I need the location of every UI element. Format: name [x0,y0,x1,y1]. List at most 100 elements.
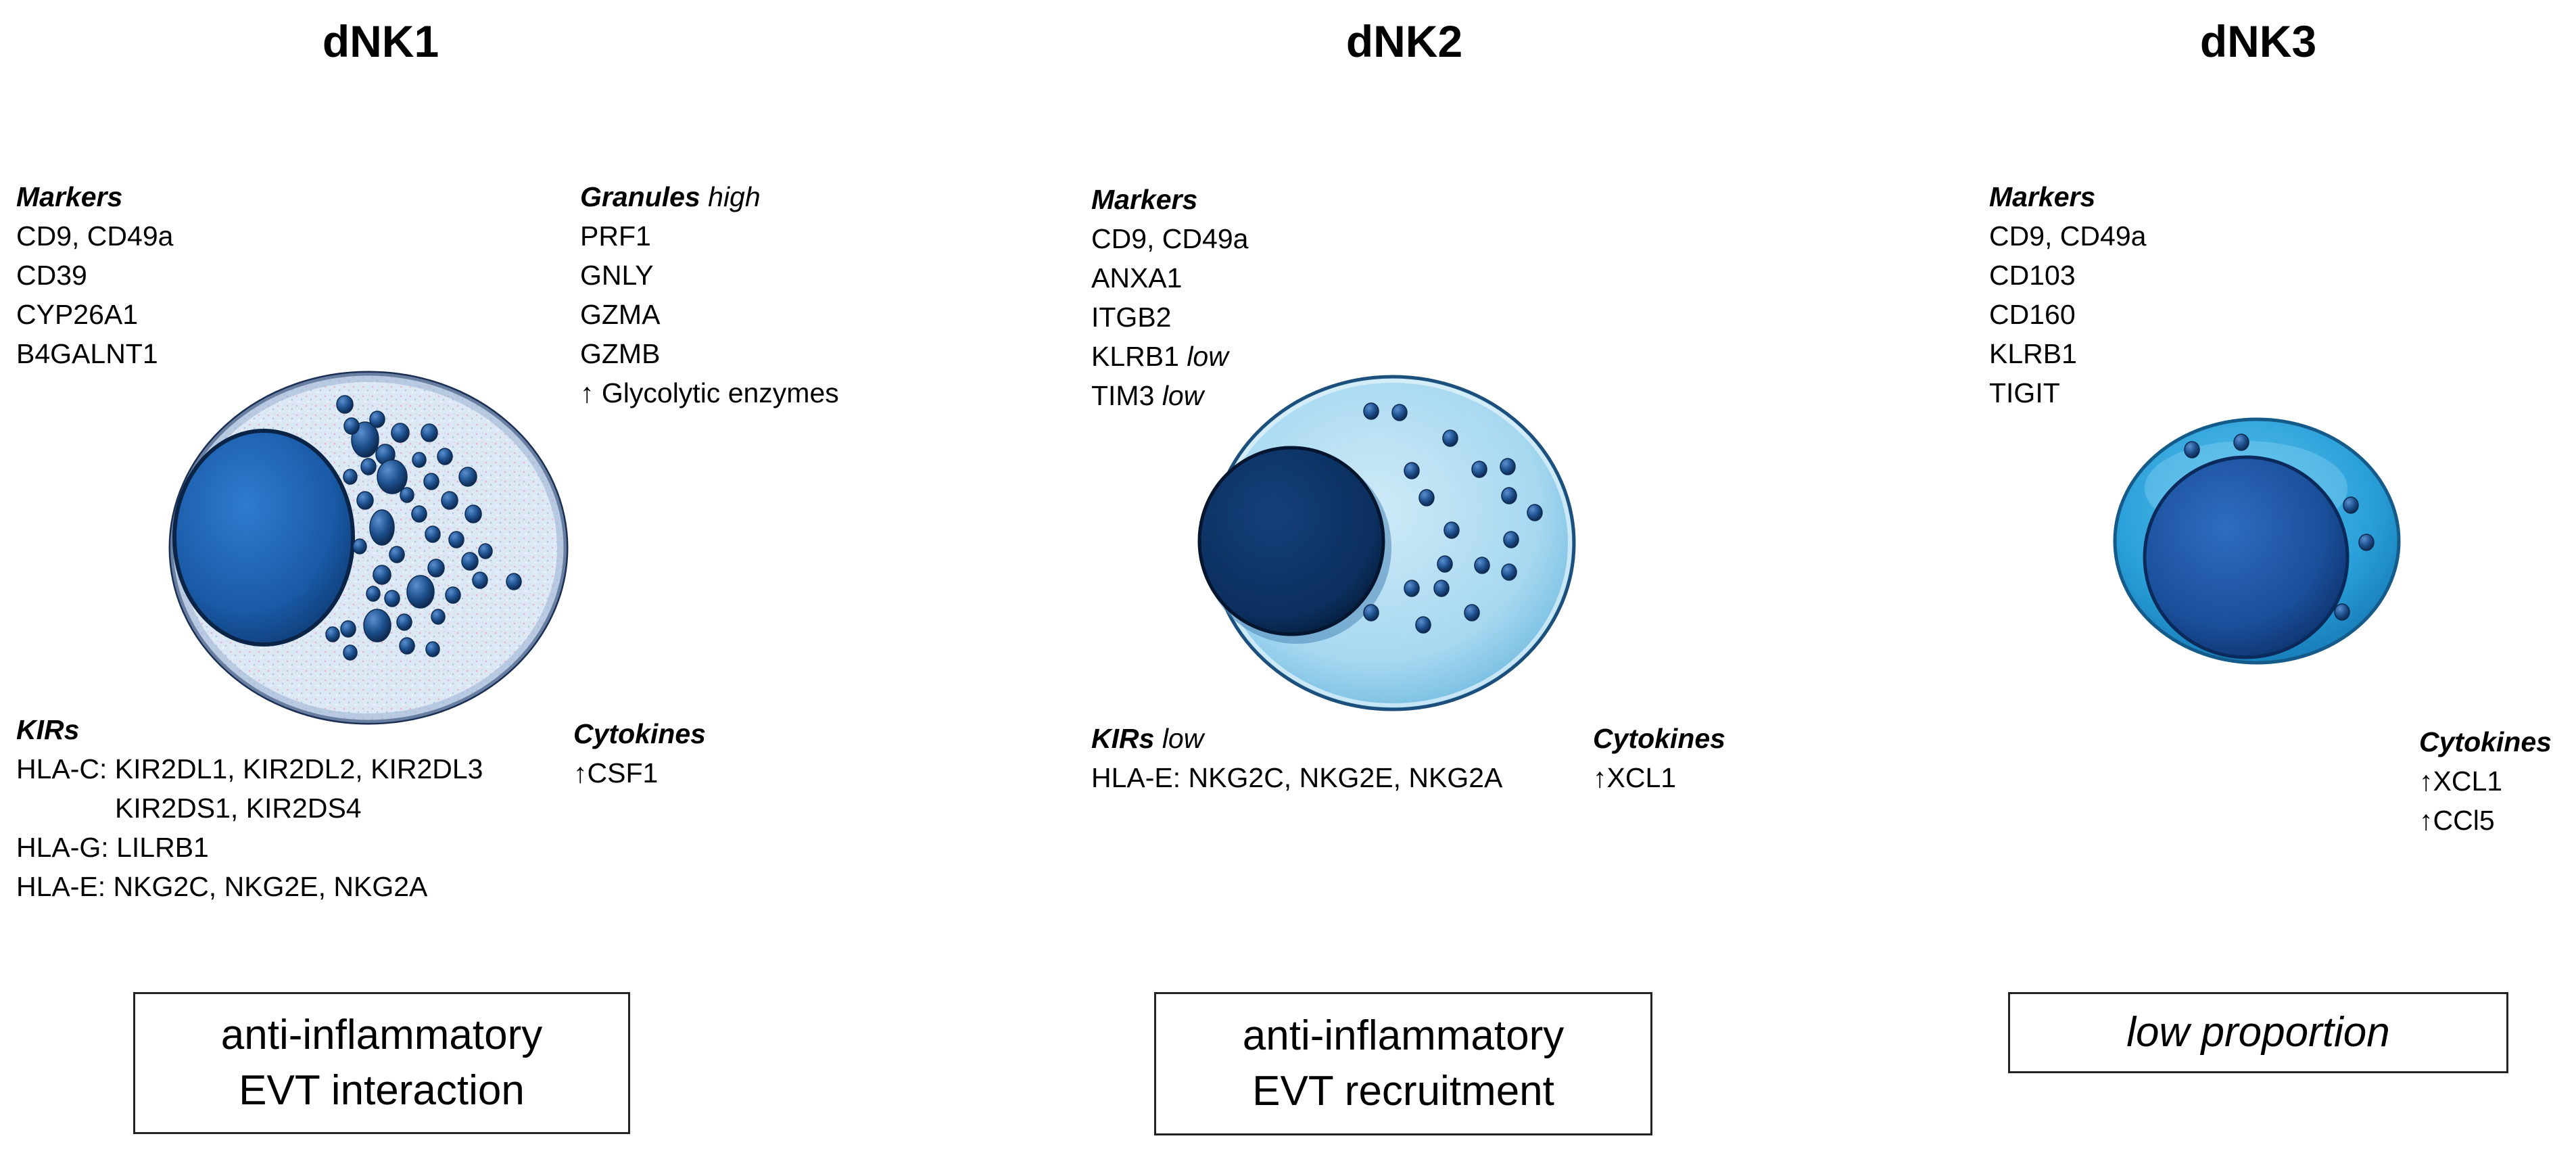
granule [2334,603,2350,621]
granule [1464,604,1480,621]
granule [1391,404,1408,421]
granule [366,586,381,602]
dnk3-marker-item: CD160 [1989,299,2076,330]
granule [363,609,391,642]
dnk1-granule-item: PRF1 [580,220,651,252]
dnk2-kirs-heading: KIRs [1091,723,1155,754]
granule [472,571,488,589]
granule [461,552,479,571]
granule [1500,458,1516,475]
granule [1437,555,1453,573]
dnk1-marker-item: B4GALNT1 [16,338,158,369]
granule [356,491,374,510]
granule [448,531,464,548]
dnk3-cytokine-item: ↑XCL1 [2419,766,2503,797]
dnk3-cytokines: Cytokines ↑XCL1 ↑CCl5 [2419,722,2552,840]
dnk3-marker-item: KLRB1 [1989,338,2077,369]
granule [1503,531,1519,548]
dnk3-granules-cluster [2184,433,2375,621]
granule [400,487,414,503]
granule [369,509,395,546]
granule [406,575,435,609]
dnk2-cytokines: Cytokines ↑XCL1 [1593,719,1725,797]
dnk1-nucleus [172,429,355,647]
granule [351,421,379,458]
granule [427,559,445,578]
dnk2-cytokine-item: ↑XCL1 [1593,762,1677,793]
granule [391,423,410,443]
dnk1-granules-heading: Granules [580,181,700,212]
granule [458,467,477,487]
granule [343,417,360,435]
dnk1-summary-box: anti-inflammatory EVT interaction [133,992,630,1134]
dnk1-marker-item: CD39 [16,260,87,291]
granule [352,538,367,555]
granule [360,458,377,475]
granule [431,609,446,625]
granule [2343,496,2359,514]
dnk2-summary-line: anti-inflammatory [1242,1012,1565,1059]
granule [2184,441,2200,459]
granule [1442,429,1458,447]
granule [373,565,391,585]
granule [399,637,415,655]
dnk2-marker-item: KLRB1 [1091,341,1179,372]
dnk2-marker-item: ANXA1 [1091,262,1183,293]
granule [1474,557,1490,574]
dnk3-markers: Markers CD9, CD49a CD103 CD160 KLRB1 TIG… [1989,177,2146,413]
dnk3-cytokines-heading: Cytokines [2419,726,2552,757]
dnk2-marker-qualifier: low [1187,341,1229,372]
dnk1-granule-item: GNLY [580,260,654,291]
dnk1-cytokine-item: ↑CSF1 [573,757,659,789]
dnk1-granules-cluster [325,395,522,661]
dnk2-markers: Markers CD9, CD49a ANXA1 ITGB2 KLRB1 low… [1091,180,1248,415]
dnk3-summary-box: low proportion [2008,992,2508,1073]
dnk1-kir-item: HLA-E: NKG2C, NKG2E, NKG2A [16,871,428,902]
granule [425,641,440,657]
dnk2-marker-item: CD9, CD49a [1091,223,1249,254]
granule [1433,580,1450,597]
granule [412,452,427,468]
granule [441,491,458,510]
granule [1404,462,1420,479]
dnk3-marker-item: CD103 [1989,260,2076,291]
dnk1-title: dNK1 [322,16,439,66]
granule [1501,487,1517,504]
dnk1-granules-qualifier: high [708,181,761,212]
dnk1-markers-heading: Markers [16,181,123,212]
dnk2-cytokines-heading: Cytokines [1593,723,1725,754]
granule [325,626,340,642]
dnk1-marker-item: CD9, CD49a [16,220,174,252]
dnk3-marker-item: CD9, CD49a [1989,220,2147,252]
granule [343,469,358,485]
dnk1-summary-line: EVT interaction [239,1067,525,1114]
granule [369,410,385,428]
dnk1-cell-illustration [168,371,569,725]
dnk1-cytokines-heading: Cytokines [573,718,706,749]
dnk3-cytokine-item: ↑CCl5 [2419,805,2495,836]
granule [411,505,427,523]
granule [1415,616,1431,634]
dnk2-granules-cluster [1363,402,1543,634]
dnk1-granule-item: ↑ Glycolytic enzymes [580,377,839,408]
dnk3-cell-illustration [2113,417,2401,665]
dnk1-summary-line: anti-inflammatory [220,1012,543,1058]
dnk3-title: dNK3 [2199,16,2317,66]
granule [1418,489,1435,507]
dnk2-marker-item: ITGB2 [1091,302,1172,333]
dnk2-kirs: KIRs low HLA-E: NKG2C, NKG2E, NKG2A [1091,719,1502,797]
dnk2-summary-box: anti-inflammatory EVT recruitment [1154,992,1652,1135]
granule [384,590,400,607]
dnk3-marker-item: TIGIT [1989,377,2060,408]
dnk1-cytokines: Cytokines ↑CSF1 [573,714,706,793]
dnk1-granules: Granules high PRF1 GNLY GZMA GZMB ↑ Glyc… [580,177,839,413]
granule [389,546,405,563]
granule [396,613,412,631]
dnk2-cell-illustration [1197,375,1576,711]
granule [336,395,354,414]
dnk3-nucleus [2143,455,2350,659]
dnk1-marker-item: CYP26A1 [16,299,139,330]
granule [1501,563,1517,581]
granule [377,459,408,494]
granule [425,525,441,543]
